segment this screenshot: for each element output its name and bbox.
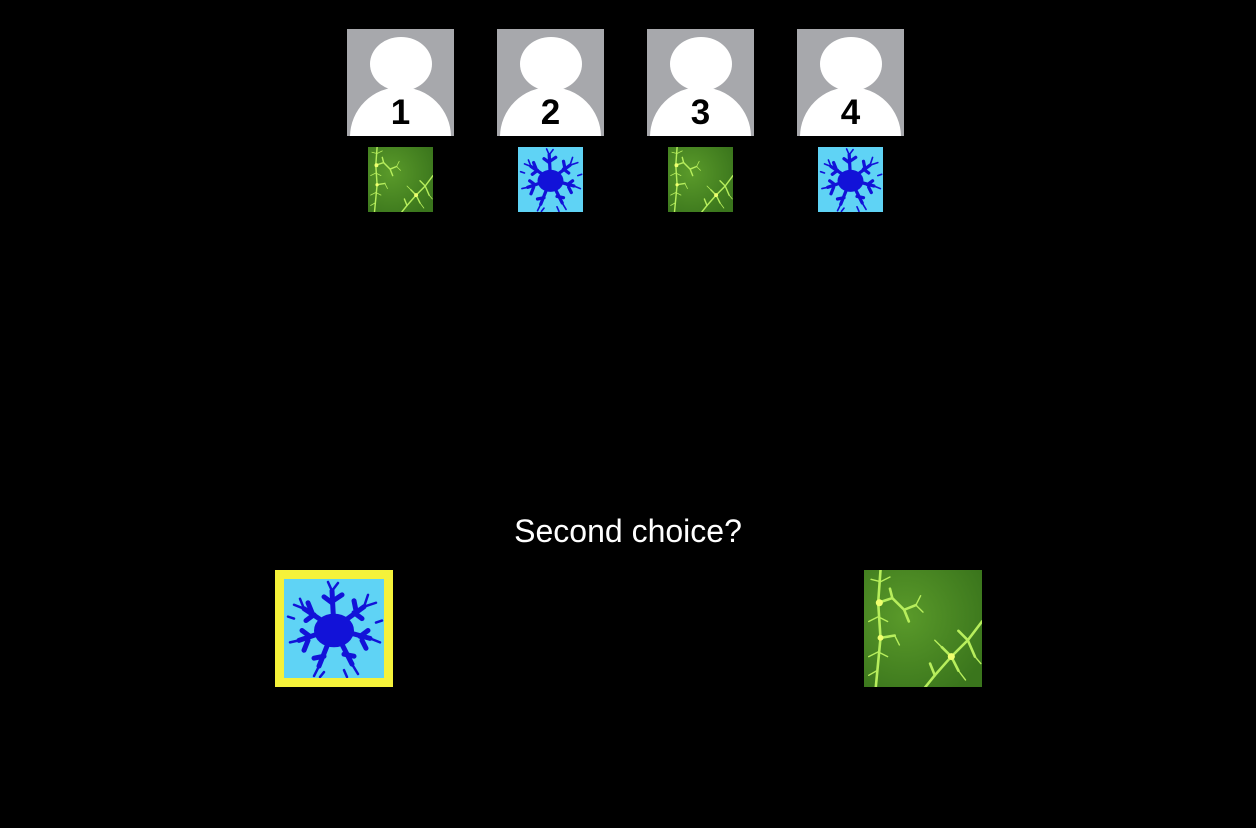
player-number: 1 <box>390 93 411 132</box>
player-2-avatar: 2 <box>497 29 604 136</box>
player-2-choice-thumbnail <box>518 147 583 212</box>
player-3-choice-thumbnail <box>668 147 733 212</box>
player-4-avatar: 4 <box>797 29 904 136</box>
person-silhouette-icon <box>670 37 732 91</box>
player-number: 3 <box>690 93 711 132</box>
player-1-avatar: 1 <box>347 29 454 136</box>
choice-option-green-fractal[interactable] <box>864 570 982 687</box>
player-4-choice-thumbnail <box>818 147 883 212</box>
person-silhouette-icon <box>520 37 582 91</box>
person-silhouette-icon <box>370 37 432 91</box>
player-number: 2 <box>540 93 561 132</box>
player-3-avatar: 3 <box>647 29 754 136</box>
person-silhouette-icon <box>820 37 882 91</box>
choice-option-blue-fractal[interactable] <box>275 570 393 687</box>
player-1-choice-thumbnail <box>368 147 433 212</box>
choice-prompt: Second choice? <box>514 513 742 549</box>
player-number: 4 <box>840 93 861 132</box>
